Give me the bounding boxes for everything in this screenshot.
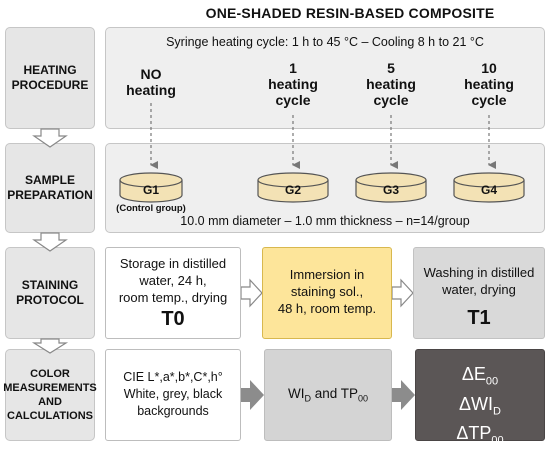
indices-box: WID and TP00: [264, 349, 392, 441]
down-arrow-2: [32, 232, 68, 252]
t0-text-line3: room temp., drying: [118, 290, 228, 305]
delta-wi: ΔWID: [416, 393, 544, 423]
indices-tp-sub: 00: [358, 393, 369, 404]
t0-text-line2: water, 24 h,: [139, 273, 207, 288]
heating-panel: [105, 27, 545, 129]
row-staining-label: STAINING PROTOCOL: [5, 247, 95, 339]
immersion-text-line1: Immersion in: [289, 267, 365, 282]
arrow-t0-to-immersion: [240, 278, 263, 308]
cie-text-line2: White, grey, black: [123, 387, 223, 401]
disc-g2: [257, 172, 329, 203]
color-arrows: [241, 380, 415, 410]
discs: [119, 172, 525, 203]
row-sample-label: SAMPLE PREPARATION: [5, 143, 95, 233]
t0-label: T0: [161, 308, 185, 330]
down-arrow-1: [32, 128, 68, 148]
control-group-note: (Control group): [116, 203, 186, 214]
disc-label-g1: G1: [142, 183, 159, 197]
t1-text: Washing in distilled water, drying: [414, 264, 544, 298]
heating-group-none-line2: heating: [126, 82, 176, 98]
indices-and: and: [310, 386, 341, 401]
row-color-label-line1: COLOR: [30, 368, 70, 380]
delta-tp: ΔTP00: [416, 422, 544, 452]
indices-tp: TP: [340, 386, 359, 401]
cie-box: CIE L*,a*,b*,C*,h° White, grey, black ba…: [105, 349, 241, 441]
heating-group-5-line3: cycle: [373, 92, 409, 108]
arrow-immersion-to-t1: [391, 278, 414, 308]
heating-group-5: 5 heating cycle: [351, 60, 431, 108]
arrow-indices-to-deltas: [392, 380, 415, 410]
heating-group-10-line1: 10: [481, 60, 497, 76]
disc-label-g3: G3: [382, 183, 399, 197]
deltas-box: ΔE00 ΔWID ΔTP00: [415, 349, 545, 447]
immersion-text-line2: staining sol.,: [290, 284, 364, 299]
heating-group-none: NO heating: [111, 66, 191, 98]
row-down-arrows: [31, 128, 69, 354]
row-color-box: [5, 349, 95, 441]
row-sample-label-line1: SAMPLE: [24, 173, 75, 187]
row-heating-label-line1: HEATING: [23, 63, 77, 77]
sample-dimensions: 10.0 mm diameter – 1.0 mm thickness – n=…: [180, 214, 470, 228]
disc-g1: [119, 172, 183, 203]
disc-label-g2: G2: [284, 183, 301, 197]
heating-group-10-line2: heating: [464, 76, 514, 92]
disc-label-g4: G4: [480, 183, 497, 197]
delta-wi-sub: D: [493, 405, 501, 418]
delta-tp-sym: ΔTP: [456, 423, 492, 444]
immersion-box: Immersion in staining sol., 48 h, room t…: [262, 247, 392, 339]
heating-group-1-line1: 1: [289, 60, 297, 76]
indices-wi-sub: D: [304, 393, 311, 404]
heating-group-5-line2: heating: [366, 76, 416, 92]
cie-text: CIE L*,a*,b*,C*,h° White, grey, black ba…: [106, 369, 240, 420]
delta-e-sub: 00: [485, 375, 499, 388]
row-color-label-line2: MEASUREMENTS: [3, 382, 97, 394]
row-color-label: COLOR MEASUREMENTS AND CALCULATIONS: [3, 349, 97, 441]
t0-box: Storage in distilled water, 24 h, room t…: [105, 247, 241, 339]
t0-text-line1: Storage in distilled: [119, 256, 227, 271]
cie-text-line3: backgrounds: [137, 404, 209, 418]
arrow-cie-to-indices: [241, 380, 264, 410]
heating-group-none-line1: NO: [140, 66, 162, 82]
heating-group-10: 10 heating cycle: [449, 60, 529, 108]
delta-tp-sub: 00: [491, 434, 504, 447]
heating-group-1-line2: heating: [268, 76, 318, 92]
diagram-title: ONE-SHADED RESIN-BASED COMPOSITE: [205, 5, 495, 21]
heating-cycle-text: Syringe heating cycle: 1 h to 45 °C – Co…: [166, 35, 484, 49]
indices-wi: WI: [287, 386, 305, 401]
t0-text: Storage in distilled water, 24 h, room t…: [106, 255, 240, 306]
indices-text: WID and TP00: [265, 386, 391, 404]
row-color-label-line4: CALCULATIONS: [7, 410, 93, 422]
dashed-arrows: [150, 103, 496, 169]
t1-label: T1: [467, 307, 491, 329]
row-heating-box: [5, 27, 95, 129]
disc-g3: [355, 172, 427, 203]
immersion-text-line3: 48 h, room temp.: [277, 301, 377, 316]
immersion-text: Immersion in staining sol., 48 h, room t…: [263, 266, 391, 317]
t1-box: Washing in distilled water, drying T1: [413, 247, 545, 339]
delta-wi-sym: ΔWI: [459, 393, 494, 414]
heating-group-5-line1: 5: [387, 60, 395, 76]
deltas-text: ΔE00 ΔWID ΔTP00: [416, 363, 544, 452]
row-sample-label-line2: PREPARATION: [7, 188, 93, 202]
row-staining-label-line1: STAINING: [21, 278, 79, 292]
delta-e: ΔE00: [416, 363, 544, 393]
delta-e-sym: ΔE: [461, 364, 486, 384]
disc-g4: [453, 172, 525, 203]
heating-group-1: 1 heating cycle: [253, 60, 333, 108]
row-staining-label-line2: PROTOCOL: [16, 293, 84, 307]
down-arrow-3: [31, 338, 69, 354]
staining-arrows: [240, 278, 414, 308]
heating-group-10-line3: cycle: [471, 92, 507, 108]
cie-text-line1: CIE L*,a*,b*,C*,h°: [123, 370, 223, 384]
row-heating-label-line2: PROCEDURE: [11, 78, 89, 92]
row-color-label-line3: AND: [38, 396, 62, 408]
t1-text-line2: water, drying: [442, 282, 516, 297]
row-heating-label: HEATING PROCEDURE: [5, 27, 95, 129]
t1-text-line1: Washing in distilled: [423, 265, 535, 280]
heating-group-1-line3: cycle: [275, 92, 311, 108]
